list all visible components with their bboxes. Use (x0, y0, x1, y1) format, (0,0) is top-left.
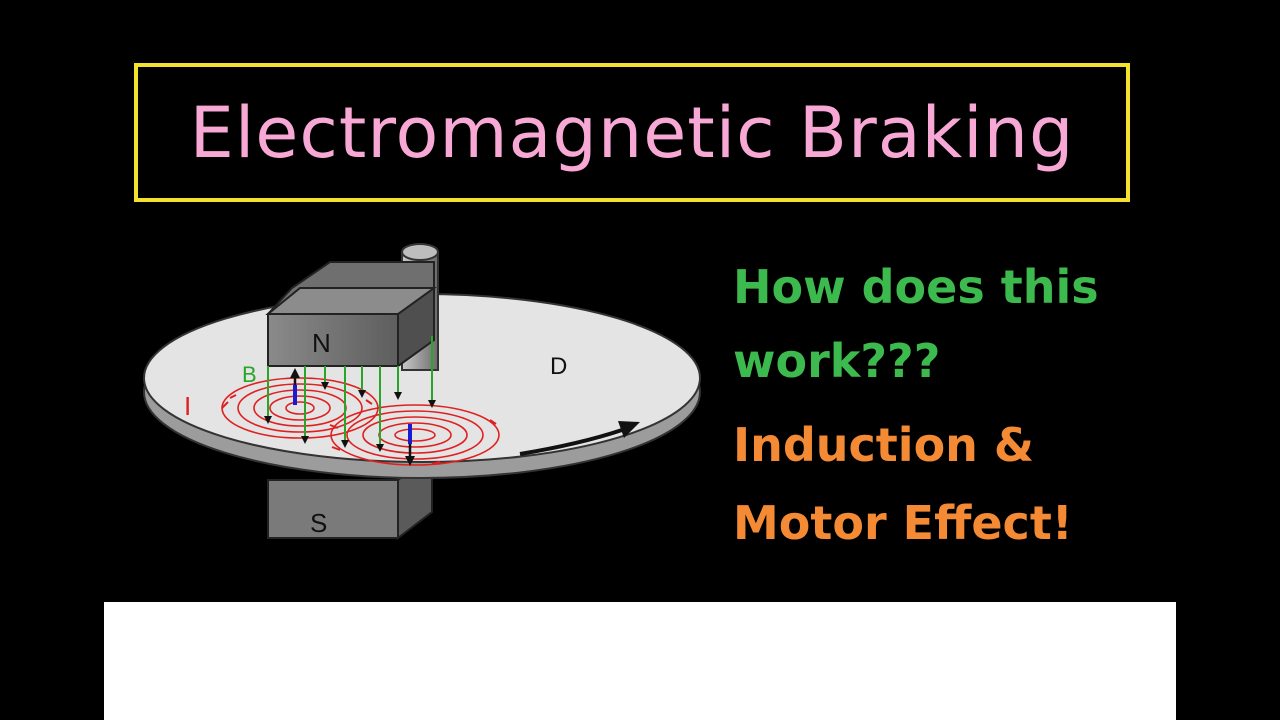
page-title: Electromagnetic Braking (189, 91, 1075, 174)
field-label: B (242, 362, 257, 387)
answer-text: Induction & Motor Effect! (733, 406, 1073, 562)
south-label: S (310, 508, 327, 538)
rotation-arrow (519, 421, 640, 456)
disc-label: D (550, 353, 567, 380)
answer-line-2: Motor Effect! (733, 496, 1073, 550)
eddy-currents (221, 377, 500, 466)
bottom-panel (104, 602, 1176, 720)
force-arrows (290, 368, 415, 466)
question-line-2: work??? (733, 334, 941, 388)
question-line-1: How does this (733, 260, 1099, 314)
braking-diagram: S N (143, 243, 701, 541)
question-text: How does this work??? (733, 250, 1099, 398)
field-arrowheads (264, 382, 436, 452)
title-box: Electromagnetic Braking (134, 63, 1130, 202)
north-magnet: N (265, 261, 438, 368)
field-lines (267, 336, 433, 444)
answer-line-1: Induction & (733, 418, 1035, 472)
north-label: N (312, 328, 331, 358)
current-label: I (184, 391, 191, 421)
